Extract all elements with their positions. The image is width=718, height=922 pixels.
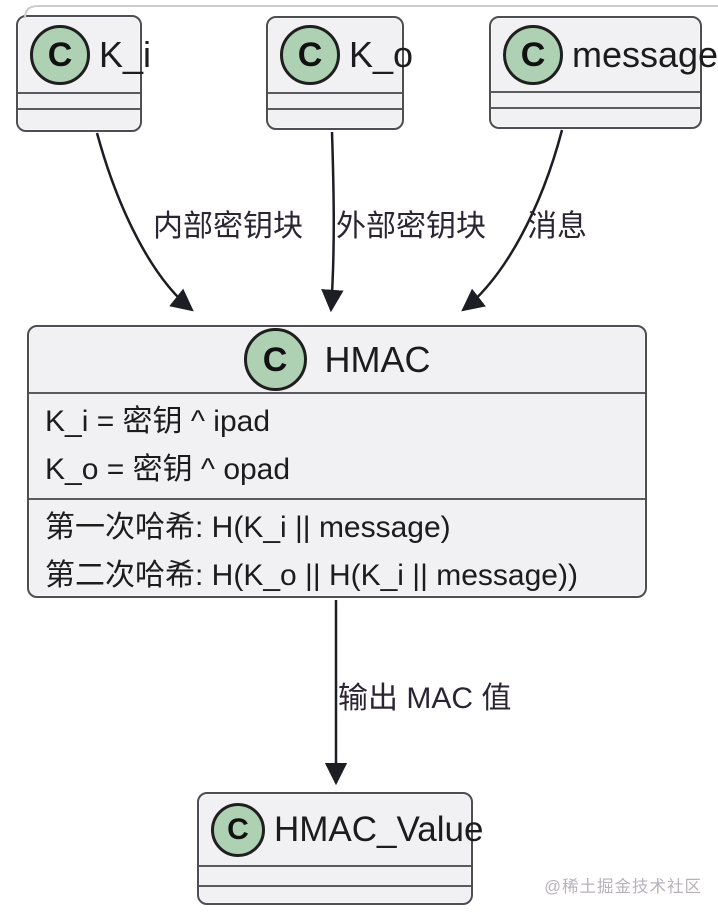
empty-methods-compartment — [491, 107, 700, 127]
edge-label-output-mac-value: 输出 MAC 值 — [338, 682, 512, 715]
edge-label-inner-key-block: 内部密钥块 — [153, 210, 303, 243]
edge-arrow-ko-to-hmac — [321, 131, 344, 313]
class-box-message: C message — [489, 16, 718, 129]
class-name-message: message — [572, 33, 718, 75]
empty-attributes-compartment — [491, 91, 700, 107]
empty-attributes-compartment — [268, 92, 402, 108]
edge-label-outer-key-block: 外部密钥块 — [336, 210, 486, 243]
hmac-attributes-compartment: K_i = 密钥 ^ ipad K_o = 密钥 ^ opad — [29, 392, 645, 498]
class-circle-icon: C — [280, 25, 340, 85]
class-box-hmac-value: C HMAC_Value — [197, 792, 483, 905]
class-circle-icon: C — [211, 802, 265, 857]
class-box-k-i: C K_i — [16, 15, 151, 132]
class-name-k-o: K_o — [349, 34, 414, 75]
empty-attributes-compartment — [199, 865, 471, 885]
empty-methods-compartment — [199, 885, 471, 903]
empty-methods-compartment — [268, 108, 402, 128]
method-line: 第二次哈希: H(K_o || H(K_i || message)) — [45, 559, 578, 592]
attribute-line: K_o = 密钥 ^ opad — [45, 453, 291, 486]
empty-methods-compartment — [18, 108, 140, 130]
class-box-k-o: C K_o — [266, 16, 413, 130]
class-header-k-o: C K_o — [268, 18, 413, 92]
class-name-hmac: HMAC — [324, 338, 431, 380]
empty-attributes-compartment — [18, 92, 140, 108]
edge-label-message: 消息 — [527, 210, 587, 243]
class-header-hmac: C HMAC — [29, 327, 645, 392]
hmac-methods-compartment: 第一次哈希: H(K_i || message) 第二次哈希: H(K_o ||… — [29, 498, 645, 604]
class-header-message: C message — [491, 18, 718, 91]
juejin-watermark: @稀土掘金技术社区 — [544, 878, 702, 896]
class-header-k-i: C K_i — [18, 17, 151, 92]
method-line: 第一次哈希: H(K_i || message) — [45, 511, 451, 544]
class-name-k-i: K_i — [99, 33, 152, 75]
attribute-line: K_i = 密钥 ^ ipad — [45, 405, 271, 438]
class-circle-icon: C — [243, 328, 307, 391]
class-header-hmac-value: C HMAC_Value — [199, 794, 483, 865]
class-name-hmac-value: HMAC_Value — [274, 809, 484, 849]
class-circle-icon: C — [503, 24, 563, 85]
class-box-hmac: C HMAC K_i = 密钥 ^ ipad K_o = 密钥 ^ opad 第… — [27, 325, 647, 598]
class-circle-icon: C — [30, 24, 90, 85]
